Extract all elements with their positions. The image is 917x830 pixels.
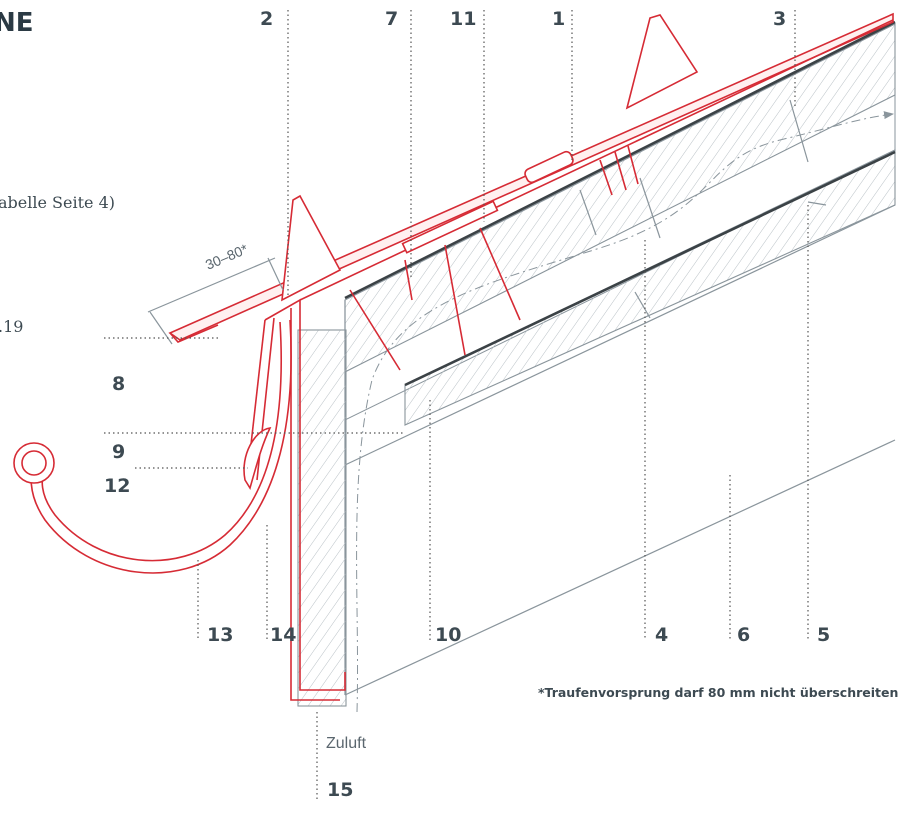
callout-10: 10: [435, 624, 461, 646]
dimension-label: 30–80*: [203, 240, 251, 272]
roof-covering: [13, 12, 894, 701]
callout-11: 11: [450, 8, 476, 30]
reference-text-line1: abelle Seite 4): [0, 193, 115, 212]
callout-7: 7: [385, 8, 398, 30]
callout-5: 5: [817, 624, 830, 646]
heading-fragment: NE: [0, 8, 34, 38]
reference-text-line2: .19: [0, 317, 23, 336]
callout-2: 2: [260, 8, 273, 30]
footnote: *Traufenvorsprung darf 80 mm nicht übers…: [538, 685, 898, 700]
callout-4: 4: [655, 624, 668, 646]
roof-structure: [297, 20, 896, 713]
callout-13: 13: [207, 624, 233, 646]
callout-14: 14: [270, 624, 296, 646]
callout-8: 8: [112, 373, 125, 395]
callout-labels: 2 7 11 1 3 8 9 12 13 14 10 4 6 5 15: [104, 8, 830, 801]
callout-3: 3: [773, 8, 786, 30]
leader-lines: [104, 10, 809, 800]
callout-1: 1: [552, 8, 565, 30]
callout-9: 9: [112, 441, 125, 463]
callout-12: 12: [104, 475, 130, 497]
callout-15: 15: [327, 779, 353, 801]
callout-6: 6: [737, 624, 750, 646]
airflow-label: Zuluft: [326, 735, 367, 752]
